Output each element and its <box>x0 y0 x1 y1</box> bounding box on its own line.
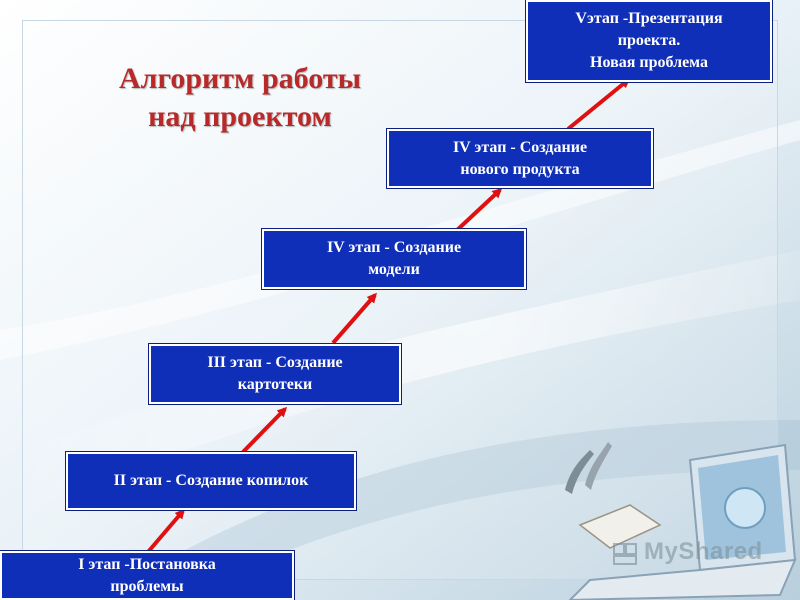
watermark: MyShared <box>644 538 763 565</box>
stage-1-box: I этап -Постановка проблемы <box>0 551 294 600</box>
stage-3-box: III этап - Создание картотеки <box>149 344 401 404</box>
title-line-2: над проектом <box>148 100 332 133</box>
myshared-logo-icon <box>613 543 637 565</box>
stage-5-line-1: IV этап - Создание <box>452 138 588 156</box>
stage-3-line-1: III этап - Создание <box>207 354 343 371</box>
stage-4-line-1: IV этап - Создание <box>326 239 462 256</box>
stage-6-box: Vэтап -Презентация проекта. Новая пробле… <box>526 0 772 82</box>
stage-6-line-2: проекта. <box>617 32 681 49</box>
page-title: Алгоритм работы над проектом <box>80 60 400 136</box>
stage-3-line-2: картотеки <box>237 376 313 393</box>
laptop-book-illustration <box>565 442 797 600</box>
stage-2-line-1: II этап - Создание копилок <box>113 472 309 489</box>
title-line-1: Алгоритм работы <box>118 62 362 95</box>
stage-2-box: II этап - Создание копилок <box>66 452 356 510</box>
stage-4-line-2: модели <box>368 261 420 278</box>
stage-6-line-1: Vэтап -Презентация <box>575 10 723 27</box>
stage-1-line-2: проблемы <box>110 577 184 595</box>
stage-5-line-2: нового продукта <box>460 160 580 178</box>
stage-4-box: IV этап - Создание модели <box>262 229 526 289</box>
stage-1-line-1: I этап -Постановка <box>78 555 216 573</box>
stage-6-line-3: Новая проблема <box>590 54 708 71</box>
stage-5-box: IV этап - Создание нового продукта <box>387 129 653 188</box>
